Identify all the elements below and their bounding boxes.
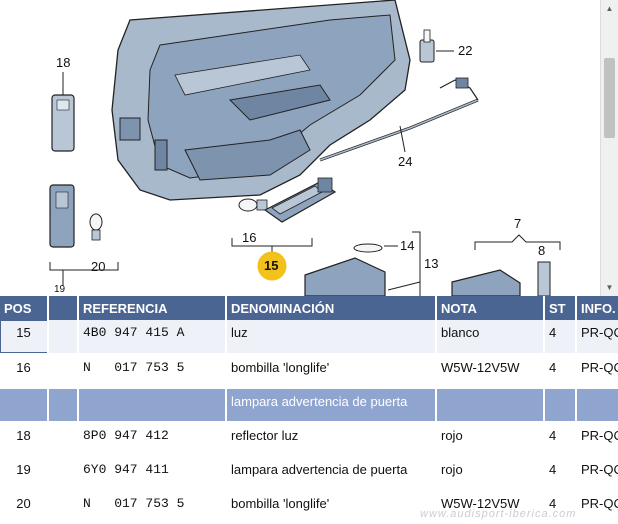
- cell-denominacion: lampara advertencia de puerta: [226, 388, 437, 423]
- cell-nota: rojo: [436, 456, 545, 491]
- scroll-down-arrow-icon[interactable]: ▼: [605, 283, 614, 292]
- cell-nota: W5W-12V5W: [436, 490, 545, 524]
- cell-st: [544, 388, 577, 423]
- callout-8: 8: [538, 243, 546, 258]
- cell-blank: [48, 456, 79, 491]
- cell-info: PR-QC: [576, 320, 618, 355]
- cell-pos: 18: [0, 422, 49, 457]
- cell-st: 4: [544, 320, 577, 355]
- cell-nota: [436, 388, 545, 423]
- cell-info: PR-QC: [576, 456, 618, 491]
- col-header-info[interactable]: INFO.: [576, 296, 618, 320]
- col-header-st[interactable]: ST: [544, 296, 577, 320]
- cell-referencia: N 017 753 5: [78, 354, 227, 389]
- cell-denominacion: bombilla 'longlife': [226, 354, 437, 389]
- cell-pos: 15: [0, 320, 49, 355]
- callout-15: 15: [264, 258, 279, 273]
- scroll-thumb[interactable]: [604, 58, 615, 138]
- parts-diagram: 18 20 16 15 14 13 7 8 22 24 19: [49, 0, 561, 296]
- cell-blank: [48, 490, 79, 524]
- table-header-row: POS REFERENCIA DENOMINACIÓN NOTA ST INFO…: [0, 296, 618, 320]
- cell-denominacion: reflector luz: [226, 422, 437, 457]
- callout-16: 16: [242, 230, 257, 245]
- cell-pos: 20: [0, 490, 49, 524]
- cell-info: PR-QC: [576, 354, 618, 389]
- table-group-row[interactable]: lampara advertencia de puerta: [0, 388, 618, 423]
- table-row[interactable]: 20 N 017 753 5 bombilla 'longlife' W5W-1…: [0, 490, 618, 524]
- col-header-denominacion[interactable]: DENOMINACIÓN: [226, 296, 437, 320]
- cell-pos: [0, 388, 49, 423]
- cell-pos: 19: [0, 456, 49, 491]
- cell-referencia: [78, 388, 227, 423]
- col-header-referencia[interactable]: REFERENCIA: [78, 296, 227, 320]
- door-exploded-view: [49, 0, 561, 296]
- cell-info: PR-QC: [576, 422, 618, 457]
- cell-blank: [48, 422, 79, 457]
- cell-referencia: 4B0 947 415 A: [78, 320, 227, 355]
- cell-nota: rojo: [436, 422, 545, 457]
- table-row[interactable]: 15 4B0 947 415 A luz blanco 4 PR-QC: [0, 320, 618, 355]
- cell-st: 4: [544, 422, 577, 457]
- cell-denominacion: bombilla 'longlife': [226, 490, 437, 524]
- callout-20: 20: [91, 259, 106, 274]
- cell-info: [576, 388, 618, 423]
- cell-blank: [48, 388, 79, 423]
- cell-denominacion: lampara advertencia de puerta: [226, 456, 437, 491]
- vertical-scrollbar[interactable]: ▲ ▼: [600, 0, 618, 296]
- cell-info: PR-QC: [576, 490, 618, 524]
- cell-blank: [48, 320, 79, 355]
- cell-st: 4: [544, 490, 577, 524]
- callout-13: 13: [424, 256, 439, 271]
- cell-denominacion: luz: [226, 320, 437, 355]
- cell-pos: 16: [0, 354, 49, 389]
- callout-14: 14: [400, 238, 415, 253]
- scroll-up-arrow-icon[interactable]: ▲: [605, 4, 614, 13]
- cell-referencia: N 017 753 5: [78, 490, 227, 524]
- cell-referencia: 6Y0 947 411: [78, 456, 227, 491]
- cell-nota: W5W-12V5W: [436, 354, 545, 389]
- col-header-nota[interactable]: NOTA: [436, 296, 545, 320]
- cell-st: 4: [544, 354, 577, 389]
- callout-18: 18: [56, 55, 71, 70]
- cell-st: 4: [544, 456, 577, 491]
- callout-19: 19: [54, 284, 66, 295]
- cell-blank: [48, 354, 79, 389]
- cell-nota: blanco: [436, 320, 545, 355]
- table-row[interactable]: 18 8P0 947 412 reflector luz rojo 4 PR-Q…: [0, 422, 618, 457]
- table-row[interactable]: 19 6Y0 947 411 lampara advertencia de pu…: [0, 456, 618, 491]
- col-header-pos[interactable]: POS: [0, 296, 49, 320]
- callout-22: 22: [458, 43, 473, 58]
- callout-24: 24: [398, 154, 413, 169]
- parts-table: POS REFERENCIA DENOMINACIÓN NOTA ST INFO…: [0, 296, 618, 524]
- col-header-blank[interactable]: [48, 296, 79, 320]
- table-row[interactable]: 16 N 017 753 5 bombilla 'longlife' W5W-1…: [0, 354, 618, 389]
- cell-referencia: 8P0 947 412: [78, 422, 227, 457]
- callout-7: 7: [514, 216, 522, 231]
